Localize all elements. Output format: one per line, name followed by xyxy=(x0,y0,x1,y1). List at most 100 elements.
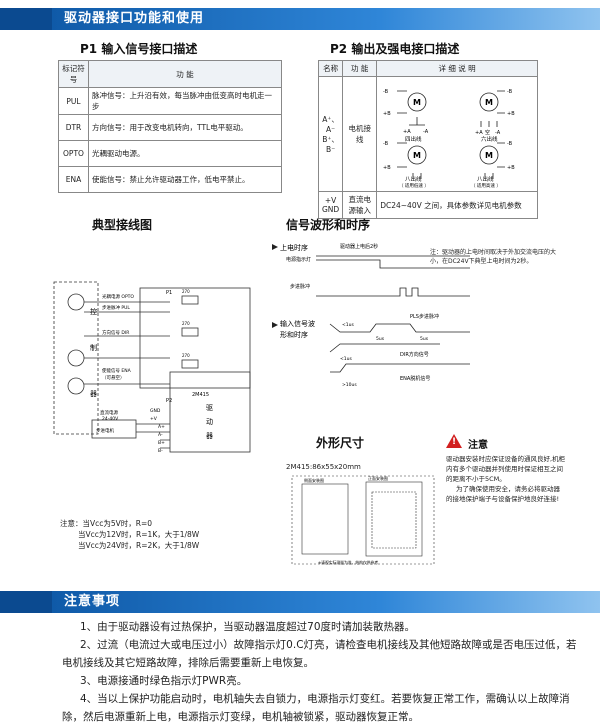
cell-symbol: ENA xyxy=(58,166,89,193)
cell-symbol: PUL xyxy=(58,87,89,115)
cell-func: 电机接线 xyxy=(342,76,378,192)
note-line: 当Vcc为12V时，R=1K，大于1/8W xyxy=(78,530,200,539)
wire-label: -A xyxy=(423,129,429,135)
delay-label: 驱动器上电后2秒 xyxy=(340,243,378,250)
dims-model: 2M415:86x55x20mm xyxy=(286,463,361,471)
six-wire-label: 六出线 xyxy=(481,135,498,143)
cell-symbol: OPTO xyxy=(58,140,89,167)
note-line: 当Vcc为24V时，R=2K，大于1/8W xyxy=(78,541,200,550)
arrow-icon xyxy=(272,322,278,328)
timing-title: 信号波形和时序 xyxy=(286,218,371,232)
note-item: 1、由于驱动器设有过热保护，当驱动器温度超过70度时请加装散热器。 xyxy=(80,621,416,633)
dims-footer: ※请视实际测量为准，结构仅供参考 xyxy=(318,560,378,565)
driver-char: 器 xyxy=(206,432,213,440)
cell-func: 直流电源输入 xyxy=(342,191,378,219)
signal-label: 步进脉冲 PUL xyxy=(102,304,130,311)
note-item: 2、过流（电流过大或电压过小）故障指示灯0.C灯亮，请检查电机接线及其他短路故障… xyxy=(62,639,577,669)
wiring-diagram: 控 制 器 光耦电源 OPTO 步进脉冲 PUL 方向信号 DIR 使能信号 E… xyxy=(53,281,251,454)
warning-text: 驱动器安装时应保证设备的通风良好,机柜内有多个驱动器并列使用时保证相互之间的距离… xyxy=(446,454,566,504)
signal-label: （可悬空） xyxy=(102,374,125,381)
header-detail: 详 细 说 明 xyxy=(376,60,538,77)
input-title-label: 形和时序 xyxy=(280,330,308,339)
note-item: 3、电源接通时绿色指示灯PWR亮。 xyxy=(80,675,248,687)
cell-symbol: DTR xyxy=(58,114,89,141)
cell-symbol: +V GND xyxy=(317,191,344,219)
wire-label: +B xyxy=(383,165,391,171)
motor-label: M xyxy=(413,98,421,107)
resistor-label: 270 xyxy=(182,353,190,358)
driver-char: 驱 xyxy=(206,404,213,412)
four-wire-label: 四出线 xyxy=(405,135,422,143)
term-label: A- xyxy=(158,432,163,438)
p1-table: 标记符号 功 能 PUL 脉冲信号：上升沿有效，每当脉冲由低变高时电机走一步 D… xyxy=(58,60,282,193)
wire-label: -B xyxy=(507,141,513,147)
eight-wire-series-sub: （ 适用低速 ） xyxy=(399,182,429,189)
step-pulse-label: 步进脉冲 xyxy=(290,283,310,290)
input-title-label: 输入信号波 xyxy=(280,319,315,328)
cell-desc: 光耦驱动电源。 xyxy=(88,140,282,167)
header-function: 功 能 xyxy=(88,60,282,88)
warning-paragraph: 驱动器安装时应保证设备的通风良好,机柜内有多个驱动器并列使用时保证相互之间的距离… xyxy=(446,455,566,483)
cell-desc: DC24~40V 之间，具体参数详见电机参数 xyxy=(376,191,538,219)
wiring-notes: 注意：当Vcc为5V时，R=0 当Vcc为12V时，R=1K，大于1/8W 当V… xyxy=(60,518,199,551)
controller-char: 器 xyxy=(90,390,97,398)
timing-note: 注：驱动器的上电时间取决于外加交流电压的大小，在DC24V下典型上电时间为2秒。 xyxy=(430,249,557,265)
dir-label: DIR方向信号 xyxy=(400,351,429,358)
resistor-label: 270 xyxy=(182,321,190,326)
port-p2: P2 xyxy=(166,398,172,404)
motor-label: M xyxy=(485,98,493,107)
cell-desc: 使能信号：禁止允许驱动器工作，低电平禁止。 xyxy=(88,166,282,193)
driver-model: 2M415 xyxy=(192,392,209,398)
note-line: 注意：当Vcc为5V时，R=0 xyxy=(60,519,153,528)
time-label: >10us xyxy=(342,382,357,388)
table-row: ENA 使能信号：禁止允许驱动器工作，低电平禁止。 xyxy=(58,166,282,193)
motor-label: 步进电机 xyxy=(96,427,114,434)
dimension-drawing: 侧面安装图 正面安装图 ※请视实际测量为准，结构仅供参考 xyxy=(291,475,435,565)
resistor-label: 270 xyxy=(182,289,190,294)
wire-label: +A xyxy=(403,129,411,135)
table-header: 标记符号 功 能 xyxy=(58,60,282,88)
wire-label: -A xyxy=(495,130,501,136)
ena-label: ENA脱机信号 xyxy=(400,375,430,382)
motor-label: M xyxy=(413,151,421,160)
header-name: 名称 xyxy=(317,60,344,77)
side-view-label: 侧面安装图 xyxy=(304,477,324,483)
gnd-label: GND xyxy=(150,408,161,414)
dims-title: 外形尺寸 xyxy=(316,436,365,450)
term-label: B+ xyxy=(158,440,165,446)
table-row: PUL 脉冲信号：上升沿有效，每当脉冲由低变高时电机走一步 xyxy=(58,87,282,115)
driver-char: 动 xyxy=(206,417,213,426)
wire-label: -B xyxy=(383,141,389,147)
table-row: +V GND 直流电源输入 DC24~40V 之间，具体参数详见电机参数 xyxy=(317,191,538,219)
term-label: B- xyxy=(158,448,163,454)
eight-wire-parallel-sub: （ 适用高速 ） xyxy=(471,182,501,189)
table-header: 名称 功 能 详 细 说 明 xyxy=(317,60,538,77)
section-banner-notes: 注意事项 xyxy=(0,591,600,613)
note-item: 4、当以上保护功能启动时，电机轴失去自锁力，电源指示灯变红。若要恢复正常工作，需… xyxy=(62,693,570,723)
port-p1: P1 xyxy=(166,290,172,296)
term-label: A+ xyxy=(158,424,165,430)
controller-char: 控 xyxy=(90,307,97,316)
p2-title: P2 输出及强电接口描述 xyxy=(330,42,460,56)
timing-diagram: 上电时序 电源指示灯 驱动器上电后2秒 步进脉冲 输入信号波 形和时序 PLS步… xyxy=(272,243,470,388)
signal-label: 使能信号 ENA xyxy=(102,367,132,374)
supply-voltage: 24-40V xyxy=(102,416,119,422)
warning-paragraph: 为了确保使用安全，请务必将驱动器的接地保护端子与设备保护地良好连接! xyxy=(446,485,560,503)
warning-icon: ! xyxy=(446,434,462,448)
arrow-icon xyxy=(272,244,278,250)
time-label: 5us xyxy=(420,336,429,342)
time-label: <1us xyxy=(340,356,352,362)
wire-label: +B xyxy=(507,165,515,171)
wiring-title: 典型接线图 xyxy=(92,218,153,232)
table-row: OPTO 光耦驱动电源。 xyxy=(58,140,282,167)
pls-label: PLS步进脉冲 xyxy=(410,313,439,320)
front-view-label: 正面安装图 xyxy=(368,475,388,481)
power-led-label: 电源指示灯 xyxy=(286,256,311,263)
header-function: 功 能 xyxy=(342,60,378,77)
eight-wire-parallel-label: 八出线 xyxy=(477,175,494,183)
vplus-label: +V xyxy=(150,416,158,422)
motor-wiring-diagrams: M M M M -B +B +A -A -B +B +A 空 -A -B +B … xyxy=(376,76,538,192)
wire-label: 空 xyxy=(485,129,490,136)
motor-label: M xyxy=(485,151,493,160)
warning-title: 注意 xyxy=(468,440,488,451)
